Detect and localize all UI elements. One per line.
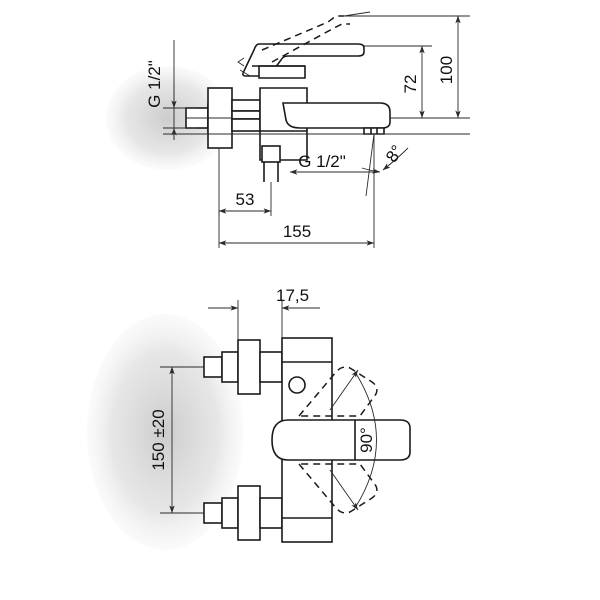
angle-90-label: 90° <box>357 427 376 453</box>
dim-100-label: 100 <box>437 56 456 84</box>
dimension-155: 155 <box>218 196 375 248</box>
lever-swivel-positions-dashed <box>297 366 378 514</box>
label-g-half-bottom: G 1/2" <box>289 152 381 175</box>
label-g-half-left: G 1/2" <box>145 40 196 140</box>
g-half-left-label: G 1/2" <box>145 60 164 108</box>
front-elevation-view: 17,5 150 ±20 90° <box>149 286 411 543</box>
lever-raised-dashed <box>261 11 371 63</box>
dimension-17-5: 17,5 <box>208 286 320 340</box>
lever-handle <box>237 43 365 79</box>
dimension-53: 53 <box>218 148 272 216</box>
dim-155-label: 155 <box>283 222 311 241</box>
dimension-100: 100 <box>344 15 470 119</box>
dimension-150-tolerance: 150 ±20 <box>149 366 204 514</box>
dimension-angle-90: 90° <box>329 369 377 511</box>
indicator-circle <box>288 376 306 394</box>
wall-shading-top <box>106 66 230 170</box>
dim-150-tolerance-label: 150 ±20 <box>149 409 168 470</box>
wall-connector-lower <box>203 485 283 541</box>
g-half-bottom-label: G 1/2" <box>298 152 346 171</box>
side-elevation-view: 100 72 G 1/2" G 1/2" <box>145 11 470 248</box>
spout <box>282 102 391 135</box>
angle-8-label: 8° <box>382 142 407 166</box>
dim-72-label: 72 <box>401 75 420 94</box>
dim-17-5-label: 17,5 <box>276 286 309 305</box>
dim-53-label: 53 <box>236 190 255 209</box>
dimension-72: 72 <box>364 45 432 119</box>
lever-handle-front <box>271 419 411 461</box>
wall-inlet-connector <box>185 87 261 149</box>
